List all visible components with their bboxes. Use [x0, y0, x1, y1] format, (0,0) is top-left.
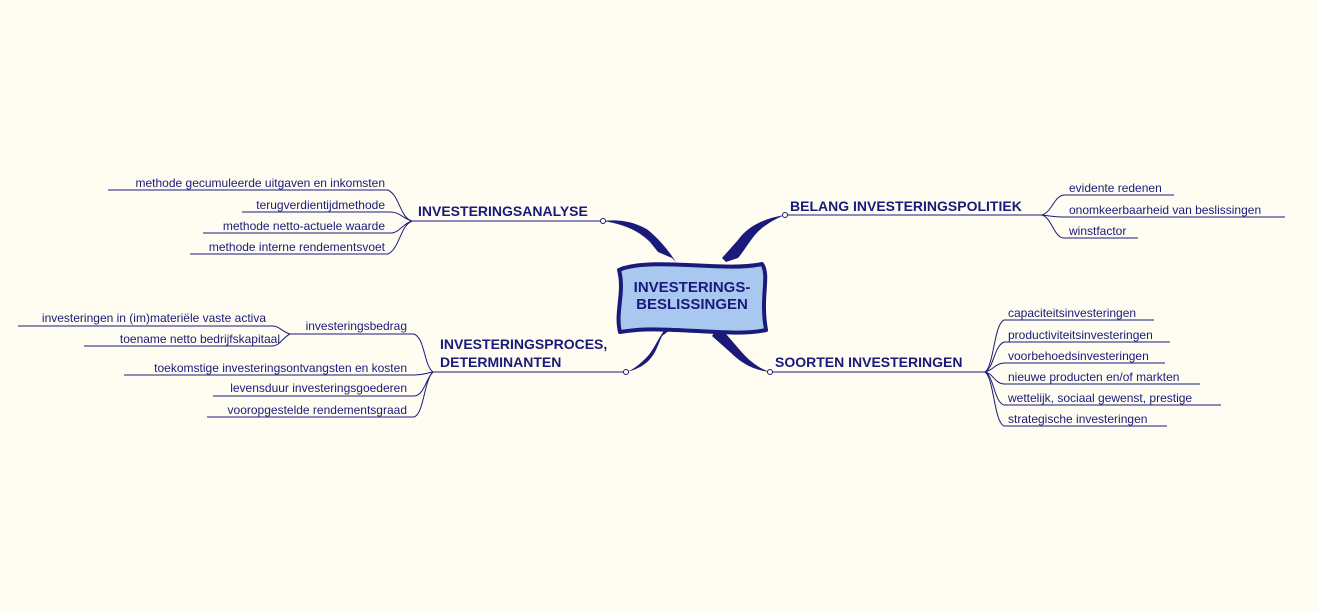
- arm-belang: [722, 215, 785, 262]
- item-analyse-3[interactable]: methode netto-actuele waarde: [223, 219, 385, 233]
- item-soorten-2[interactable]: productiviteitsinvesteringen: [1008, 328, 1153, 342]
- center-node[interactable]: INVESTERINGS- BESLISSINGEN: [616, 262, 768, 335]
- branch-knob-analyse[interactable]: [600, 218, 606, 224]
- item-belang-3[interactable]: winstfactor: [1068, 224, 1126, 238]
- arm-analyse: [603, 220, 676, 262]
- item-belang-2[interactable]: onomkeerbaarheid van beslissingen: [1069, 203, 1261, 217]
- connector-soorten-6: [984, 371, 1167, 427]
- branch-knob-proces[interactable]: [623, 369, 629, 375]
- connector-proces-1: [290, 333, 434, 373]
- item-proces-1[interactable]: investeringsbedrag: [306, 319, 407, 333]
- connector-soorten-1: [984, 319, 1154, 373]
- connector-soorten-2: [984, 341, 1170, 373]
- connector-proces-sub-2: [84, 333, 291, 347]
- item-analyse-1[interactable]: methode gecumuleerde uitgaven en inkomst…: [136, 176, 386, 190]
- connector-analyse-2: [242, 211, 413, 222]
- branch-knob-belang[interactable]: [782, 212, 788, 218]
- branch-belang-investeringspolitiek: BELANG INVESTERINGSPOLITIEK evidente red…: [782, 181, 1285, 239]
- branch-soorten-investeringen: SOORTEN INVESTERINGEN capaciteitsinveste…: [767, 306, 1221, 427]
- item-belang-1[interactable]: evidente redenen: [1069, 181, 1162, 195]
- branch-title-soorten[interactable]: SOORTEN INVESTERINGEN: [775, 354, 962, 370]
- center-title-line-2: BESLISSINGEN: [636, 296, 748, 313]
- branch-investeringsproces: INVESTERINGSPROCES, DETERMINANTEN invest…: [18, 311, 629, 418]
- connector-belang-3: [1041, 214, 1138, 239]
- connector-belang-2: [1041, 214, 1285, 218]
- center-title-line-1: INVESTERINGS-: [634, 279, 751, 296]
- branch-investeringsanalyse: INVESTERINGSANALYSE methode gecumuleerde…: [108, 176, 606, 255]
- branch-title-analyse[interactable]: INVESTERINGSANALYSE: [418, 203, 588, 219]
- item-soorten-4[interactable]: nieuwe producten en/of markten: [1008, 370, 1179, 384]
- center-shape: [616, 262, 768, 335]
- item-soorten-5[interactable]: wettelijk, sociaal gewenst, prestige: [1007, 391, 1192, 405]
- connector-proces-sub-1: [18, 325, 291, 335]
- item-proces-2[interactable]: toekomstige investeringsontvangsten en k…: [154, 361, 407, 375]
- item-soorten-6[interactable]: strategische investeringen: [1008, 412, 1147, 426]
- connector-proces-4: [207, 371, 434, 418]
- center-arms: [603, 215, 785, 372]
- branch-title-belang[interactable]: BELANG INVESTERINGSPOLITIEK: [790, 198, 1022, 214]
- branch-title-proces-line-1[interactable]: INVESTERINGSPROCES,: [440, 336, 607, 352]
- subitem-proces-1[interactable]: investeringen in (im)materiële vaste act…: [42, 311, 266, 325]
- item-soorten-3[interactable]: voorbehoedsinvesteringen: [1008, 349, 1149, 363]
- connector-belang-1: [1041, 194, 1174, 216]
- branch-knob-soorten[interactable]: [767, 369, 773, 375]
- item-proces-3[interactable]: levensduur investeringsgoederen: [230, 381, 407, 395]
- connector-soorten-3: [984, 362, 1165, 373]
- item-analyse-4[interactable]: methode interne rendementsvoet: [209, 240, 386, 254]
- arm-proces: [626, 328, 670, 372]
- branch-title-proces-line-2[interactable]: DETERMINANTEN: [440, 354, 561, 370]
- item-soorten-1[interactable]: capaciteitsinvesteringen: [1008, 306, 1136, 320]
- connector-analyse-4: [190, 220, 413, 255]
- subitem-proces-2[interactable]: toename netto bedrijfskapitaal: [120, 332, 280, 346]
- connector-proces-2: [124, 371, 434, 376]
- arm-soorten: [712, 330, 770, 372]
- connector-soorten-4: [984, 371, 1200, 385]
- item-analyse-2[interactable]: terugverdientijdmethode: [256, 198, 385, 212]
- item-proces-4[interactable]: vooropgestelde rendementsgraad: [228, 403, 407, 417]
